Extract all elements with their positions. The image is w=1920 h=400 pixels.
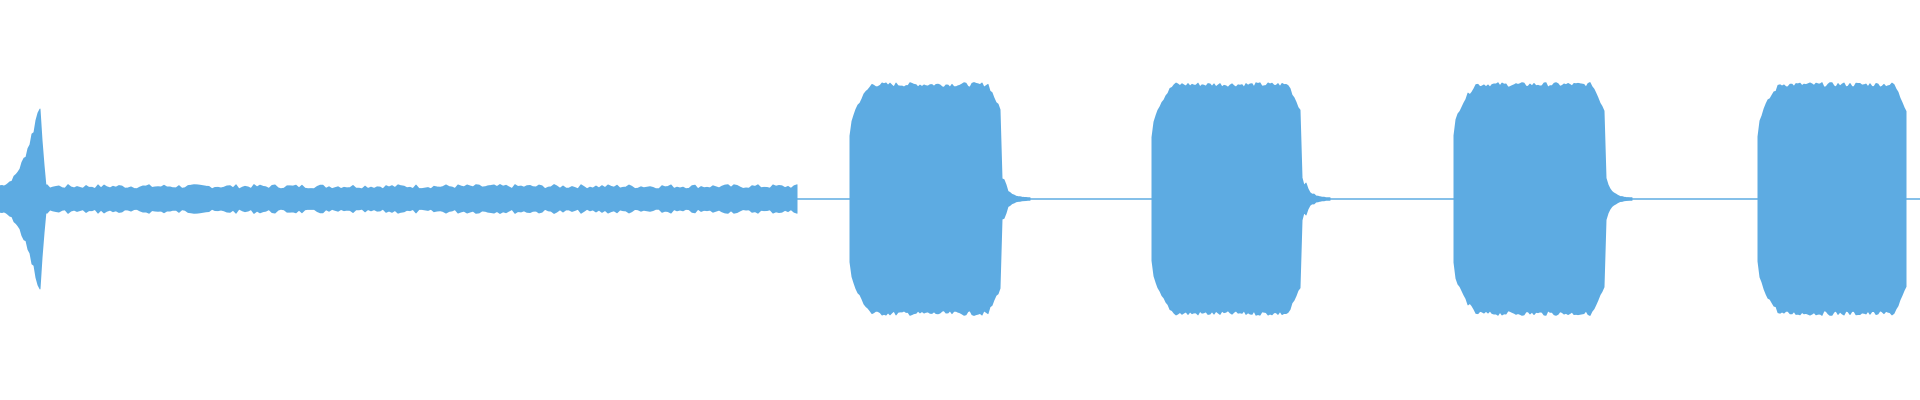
- burst-2: [1151, 82, 1331, 316]
- burst-4: [1757, 82, 1907, 316]
- burst-1: [849, 82, 1031, 316]
- burst-3: [1453, 82, 1633, 316]
- onset-transient: [0, 108, 49, 290]
- waveform-segments: [0, 82, 1907, 316]
- low-level-tone: [43, 184, 798, 214]
